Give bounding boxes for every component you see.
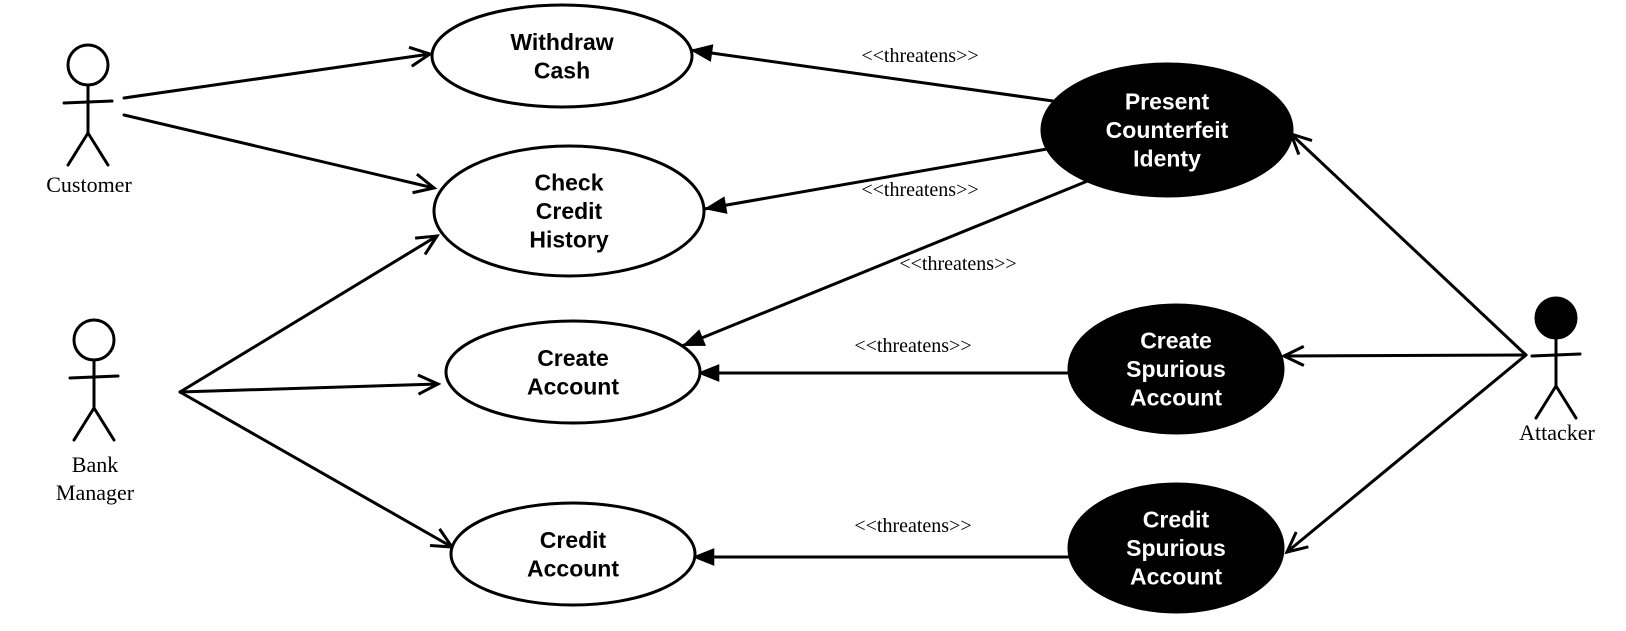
use-case-label-line: Account <box>527 555 619 581</box>
association-attacker-to-credit-spurious-account <box>1284 353 1528 555</box>
association-bank-manager-to-check-credit-history <box>178 234 440 394</box>
actor-label: Manager <box>56 480 135 505</box>
association-line <box>122 52 432 100</box>
open-arrowhead-icon <box>1280 345 1305 367</box>
use-case-ellipse <box>432 144 706 278</box>
filled-arrowhead-icon <box>692 548 715 566</box>
stick-figure-icon <box>68 318 120 442</box>
use-case-label-line: Credit <box>536 198 603 224</box>
use-case-label-line: Spurious <box>1126 535 1226 561</box>
use-case-label-line: Credit <box>540 527 607 553</box>
actor-customer: Customer <box>46 43 132 197</box>
actor-label: Bank <box>72 452 118 477</box>
association-line <box>1289 132 1528 357</box>
use-case-label-line: Account <box>1130 564 1222 590</box>
use-case-label-line: Credit <box>1143 507 1210 533</box>
open-arrowhead-icon <box>1284 531 1309 555</box>
association-attacker-to-create-spurious-account <box>1280 345 1528 367</box>
association-line <box>122 113 436 190</box>
use-case-label-line: Withdraw <box>510 29 613 55</box>
association-line <box>178 390 454 549</box>
association-customer-to-check-credit-history <box>122 113 438 195</box>
open-arrowhead-icon <box>408 45 434 68</box>
threatens-label: <<threatens>> <box>899 253 1016 275</box>
association-line <box>178 382 440 394</box>
use-case-label-line: Identy <box>1133 146 1201 172</box>
association-line <box>1282 353 1528 358</box>
use-case-label-line: Spurious <box>1126 356 1226 382</box>
association-customer-to-withdraw-cash <box>122 45 434 100</box>
use-case-label-line: Account <box>1130 385 1222 411</box>
open-arrowhead-icon <box>414 234 440 256</box>
threat-present-counterfeit-identy-to-withdraw-cash: <<threatens>> <box>688 44 1055 103</box>
open-arrowhead-icon <box>412 172 438 195</box>
threat-present-counterfeit-identy-to-check-credit-history: <<threatens>> <box>702 147 1049 214</box>
association-bank-manager-to-credit-account <box>178 390 455 549</box>
threatens-label: <<threatens>> <box>861 45 978 67</box>
stick-figure-icon <box>62 43 114 167</box>
misuse-case-ellipse <box>1067 482 1285 614</box>
use-case-label-line: Present <box>1125 89 1210 115</box>
filled-arrowhead-icon <box>697 364 720 382</box>
use-case-label-line: Account <box>527 373 619 399</box>
threat-present-counterfeit-identy-to-create-account: <<threatens>> <box>680 178 1092 348</box>
use-case-label-line: Counterfeit <box>1106 117 1229 143</box>
threatens-label: <<threatens>> <box>861 179 978 201</box>
use-case-label-line: Cash <box>534 57 590 83</box>
association-line <box>1285 353 1528 554</box>
association-attacker-to-present-counterfeit-identy <box>1288 131 1528 357</box>
association-line <box>178 234 439 394</box>
filled-arrowhead-icon <box>690 44 714 62</box>
use-case-ellipse <box>430 3 694 109</box>
filled-arrowhead-icon <box>704 196 728 214</box>
threat-line <box>680 178 1092 348</box>
threat-credit-spurious-account-to-credit-account: <<threatens>> <box>690 515 1070 566</box>
use-case-ellipse <box>449 501 697 607</box>
threatens-label: <<threatens>> <box>854 515 971 537</box>
filled-arrowhead-icon <box>682 329 706 346</box>
association-bank-manager-to-create-account <box>178 373 442 396</box>
attacker-stick-figure-icon <box>1530 296 1582 420</box>
threat-line <box>688 48 1055 103</box>
actor-label: Attacker <box>1519 420 1595 445</box>
use-case-label-line: Create <box>1140 328 1212 354</box>
open-arrowhead-icon <box>417 373 442 396</box>
threatens-label: <<threatens>> <box>854 335 971 357</box>
use-case-label-line: History <box>529 227 608 253</box>
threat-line <box>702 147 1049 211</box>
use-case-label-line: Create <box>537 345 609 371</box>
use-case-label-line: Check <box>534 170 603 196</box>
misuse-case-ellipse <box>1040 62 1294 198</box>
use-case-ellipse <box>444 319 702 425</box>
misuse-case-ellipse <box>1067 303 1285 435</box>
actor-label: Customer <box>46 172 132 197</box>
threat-create-spurious-account-to-create-account: <<threatens>> <box>695 335 1070 382</box>
actor-attacker: Attacker <box>1519 296 1596 445</box>
